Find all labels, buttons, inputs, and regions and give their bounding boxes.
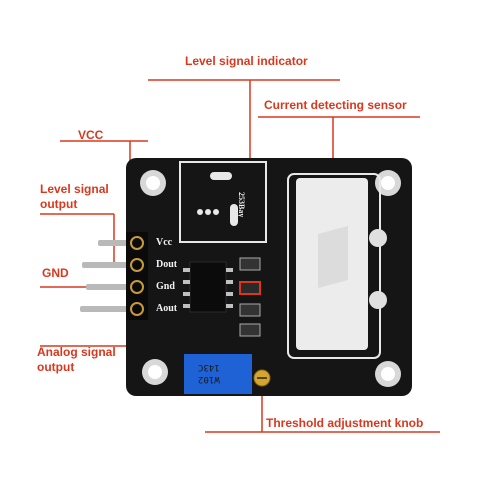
pot-body [184,354,252,394]
current-sensor [287,173,387,359]
pot-marking-1: 143C [198,362,220,372]
label-threshold-adjustment-knob: Threshold adjustment knob [266,416,424,430]
resistor-2 [239,303,261,317]
silkscreen-slot-side [230,204,238,226]
pad-aout [130,302,144,316]
opamp-chip [183,261,233,313]
pot-marking-2: W102 [198,374,220,384]
label-level-signal-output-2: output [40,197,78,211]
resistor-1 [239,257,261,271]
label-level-signal-output-1: Level signal [40,182,109,196]
threshold-potentiometer [184,354,271,394]
label-current-detecting-sensor: Current detecting sensor [264,98,407,112]
resistor-3 [239,323,261,337]
mounting-holes [140,170,401,387]
pin-label-vcc: Vcc [156,237,173,248]
pin-label-gnd: Gnd [156,281,175,292]
led-indicator [239,281,261,295]
label-analog-signal-output-2: output [37,360,75,374]
pin-label-aout: Aout [156,303,178,314]
sensor-marking: 253Bay [237,192,246,218]
pad-dout [130,258,144,272]
pcb-board [126,158,412,396]
silkscreen-slot-top [210,172,232,180]
pin-label-dout: Dout [156,259,178,270]
pad-gnd [130,280,144,294]
label-vcc: VCC [78,128,104,142]
pin-pads [130,236,144,316]
silkscreen-outline [179,161,267,243]
label-analog-signal-output-1: Analog signal [37,345,116,359]
smd-components [239,257,261,337]
label-level-signal-indicator: Level signal indicator [185,54,308,68]
label-gnd: GND [42,266,69,280]
pin-header-housing [126,232,148,320]
sensor-silkscreen [287,173,381,359]
pad-vcc [130,236,144,250]
